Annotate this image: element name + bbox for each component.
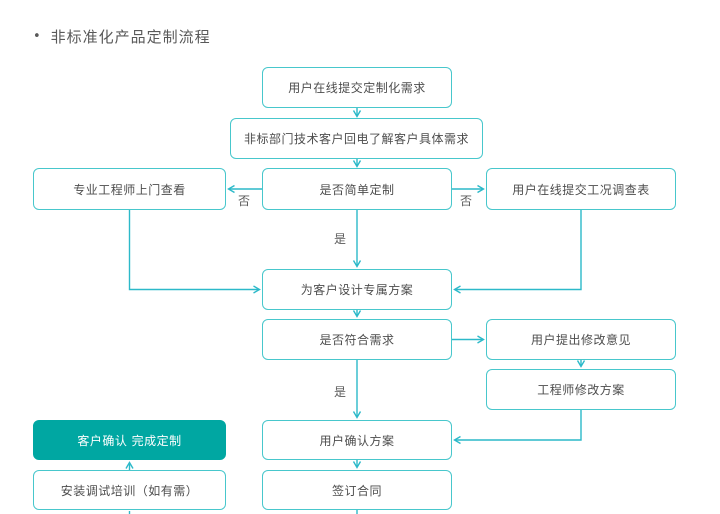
edge-label-yes-top: 是 bbox=[333, 232, 346, 246]
edge-label-yes-bottom: 是 bbox=[333, 385, 346, 399]
diagram-title: • 非标准化产品定制流程 bbox=[33, 26, 211, 47]
flow-node-customer-confirm-complete: 客户确认 完成定制 bbox=[33, 420, 226, 460]
bullet-icon: • bbox=[33, 29, 42, 44]
flow-node-installation-training: 安装调试培训（如有需） bbox=[33, 470, 226, 510]
edge-label-no-left: 否 bbox=[237, 194, 250, 208]
edge-label-no-right: 否 bbox=[459, 194, 472, 208]
flow-node-user-modification-feedback: 用户提出修改意见 bbox=[486, 319, 676, 360]
flow-node-sign-contract: 签订合同 bbox=[262, 470, 452, 510]
edge-survey-to-design bbox=[453, 210, 582, 294]
flow-node-engineer-onsite-visit: 专业工程师上门查看 bbox=[33, 168, 226, 210]
flow-node-callback-understand-needs: 非标部门技术客户回电了解客户具体需求 bbox=[230, 118, 483, 159]
flow-node-user-confirm-plan: 用户确认方案 bbox=[262, 420, 452, 460]
edge-onsite-to-design bbox=[128, 210, 261, 294]
flow-node-engineer-revise-plan: 工程师修改方案 bbox=[486, 369, 676, 410]
flow-node-submit-condition-survey: 用户在线提交工况调查表 bbox=[486, 168, 676, 210]
diagram-title-text: 非标准化产品定制流程 bbox=[50, 28, 211, 46]
flow-node-design-exclusive-plan: 为客户设计专属方案 bbox=[262, 269, 452, 310]
flow-node-is-simple-customization: 是否简单定制 bbox=[262, 168, 452, 210]
flow-node-submit-custom-requirement: 用户在线提交定制化需求 bbox=[262, 67, 452, 108]
edge-revise-to-confirm bbox=[453, 410, 582, 445]
flow-node-meets-requirements: 是否符合需求 bbox=[262, 319, 452, 360]
